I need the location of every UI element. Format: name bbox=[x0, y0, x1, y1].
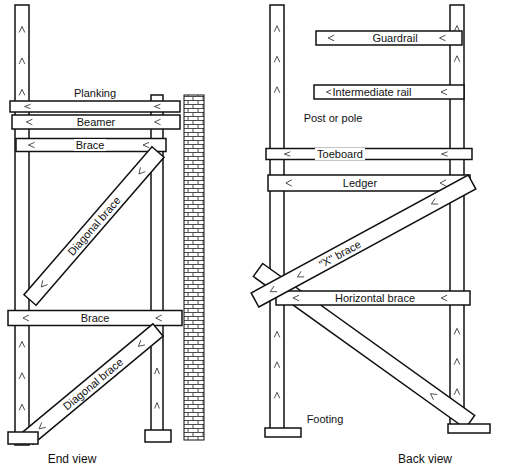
wood-grain bbox=[274, 56, 280, 62]
brace bbox=[16, 139, 166, 152]
wood-grain bbox=[274, 26, 280, 32]
ledger bbox=[268, 175, 470, 191]
wood-grain bbox=[19, 27, 25, 33]
intermediate-rail bbox=[314, 85, 464, 99]
part-label: Planking bbox=[72, 87, 118, 99]
horizontal-brace bbox=[276, 291, 470, 305]
wood-grain bbox=[297, 271, 304, 277]
wood-grain bbox=[430, 394, 437, 400]
wood-grain bbox=[274, 392, 280, 398]
brace bbox=[8, 311, 182, 326]
post bbox=[15, 5, 29, 445]
wood-grain bbox=[431, 198, 438, 204]
diagonal-brace bbox=[24, 147, 164, 305]
post bbox=[450, 5, 464, 428]
footing bbox=[448, 424, 490, 433]
view-caption: Back view bbox=[396, 453, 454, 466]
part-label: Footing bbox=[305, 413, 346, 425]
wood-grain bbox=[284, 152, 290, 156]
wood-grain bbox=[440, 35, 446, 41]
wood-grain bbox=[274, 87, 280, 93]
wood-grain bbox=[19, 373, 25, 379]
wood-grain bbox=[19, 404, 25, 410]
planking bbox=[10, 101, 180, 112]
part-label: Brace bbox=[79, 312, 112, 324]
part-label: Diagonal brace bbox=[59, 354, 127, 413]
wood-grain bbox=[155, 119, 161, 125]
wood-grain bbox=[41, 280, 47, 287]
wood-grain bbox=[454, 359, 460, 365]
part-label: Diagonal brace bbox=[64, 193, 124, 260]
part-label: Horizontal brace bbox=[333, 292, 417, 304]
diagonal-brace bbox=[23, 324, 163, 444]
wood-grain bbox=[274, 331, 280, 337]
view-caption: End view bbox=[46, 453, 99, 466]
wood-grain bbox=[39, 422, 46, 428]
wood-grain bbox=[274, 362, 280, 368]
wood-grain bbox=[270, 286, 277, 292]
wood-grain bbox=[19, 341, 25, 347]
part-label: Ledger bbox=[341, 177, 379, 189]
wood-grain bbox=[26, 119, 32, 125]
wood-grain bbox=[454, 389, 460, 395]
wood-grain bbox=[286, 180, 292, 186]
part-label: Beamer bbox=[75, 116, 118, 128]
wood-grain bbox=[19, 58, 25, 64]
x-brace bbox=[251, 175, 476, 307]
wood-grain bbox=[143, 142, 149, 147]
footing bbox=[145, 430, 171, 442]
part-label: Post or pole bbox=[302, 112, 365, 124]
part-label: Brace bbox=[74, 139, 107, 151]
wood-grain bbox=[139, 167, 145, 174]
wood-grain bbox=[441, 89, 447, 95]
toeboard bbox=[266, 149, 472, 160]
wood-grain bbox=[23, 315, 29, 321]
wood-grain bbox=[454, 328, 460, 334]
brick-wall bbox=[184, 95, 204, 440]
wood-grain bbox=[155, 368, 160, 374]
wood-grain bbox=[154, 104, 160, 108]
post bbox=[270, 5, 284, 432]
footing bbox=[8, 432, 38, 444]
wood-grain bbox=[328, 35, 334, 41]
part-label: Guardrail bbox=[370, 32, 419, 44]
guardrail bbox=[316, 31, 462, 45]
beamer bbox=[12, 115, 180, 129]
wood-grain bbox=[441, 295, 447, 301]
wood-grain bbox=[19, 89, 25, 95]
footing bbox=[265, 428, 301, 437]
wood-grain bbox=[454, 56, 460, 62]
wood-grain bbox=[29, 142, 35, 147]
wood-grain bbox=[440, 180, 446, 186]
wood-grain bbox=[442, 152, 448, 156]
part-label: Toeboard bbox=[315, 148, 365, 160]
wood-grain bbox=[155, 403, 160, 409]
wood-grain bbox=[293, 295, 299, 301]
wood-grain bbox=[25, 104, 31, 108]
wood-grain bbox=[138, 340, 145, 346]
part-label: Intermediate rail bbox=[331, 86, 414, 98]
wood-grain bbox=[156, 315, 162, 321]
